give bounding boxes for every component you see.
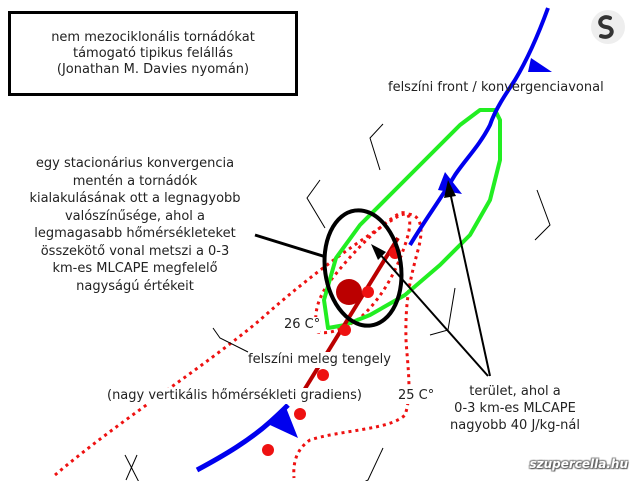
gradient-label: (nagy vertikális hőmérsékleti gradiens) (107, 388, 362, 404)
title-line: nem mezociklonális tornádókat (51, 30, 255, 45)
front-triangle-icon (528, 58, 552, 72)
tornado-hotspot-marker (336, 279, 362, 305)
explanation-text: egy stacionárius konvergencia mentén a t… (10, 155, 260, 295)
isotherm-25 (54, 212, 423, 479)
explanation-line: egy stacionárius konvergencia (35, 156, 235, 171)
wind-barb-icon (534, 189, 551, 241)
cape-area-line: 0-3 km-es MLCAPE (454, 401, 576, 416)
warm-axis-label: felszíni meleg tengely (248, 352, 391, 368)
explanation-line: mentén a tornádók (72, 173, 198, 189)
title-line: támogató tipikus felállás (72, 46, 234, 61)
title-line: (Jonathan M. Davies nyomán) (56, 62, 250, 77)
explanation-line: összekötő vonal metszi a 0-3 (40, 243, 230, 259)
wind-barb-icon (124, 454, 139, 481)
front-triangle-icon (438, 172, 462, 194)
cape-area-label: terület, ahol a 0-3 km-es MLCAPE nagyobb… (440, 383, 590, 434)
surface-front-line (408, 7, 550, 247)
pointer-line (254, 233, 327, 259)
explanation-line: kialakulásának ott a legnagyobb (29, 191, 241, 206)
watermark: szupercella.hu (529, 457, 628, 471)
warm-axis-dot (262, 444, 274, 456)
surface-front-line-south (195, 403, 290, 473)
title-box: nem mezociklonális tornádókat támogató t… (8, 11, 298, 96)
warm-axis-dot (362, 286, 374, 298)
wind-barb-icon (212, 327, 249, 353)
arrow-line (449, 191, 491, 377)
explanation-line: km-es MLCAPE megfelelő (52, 261, 218, 276)
logo-icon (591, 10, 625, 44)
wind-barb-icon (306, 179, 326, 229)
front-label: felszíni front / konvergenciavonal (388, 80, 604, 95)
cape-area-line: terület, ahol a (469, 384, 561, 399)
explanation-line: legmagasabb hőmérsékleteket (34, 226, 236, 241)
arrow-head-icon (371, 244, 386, 260)
arrow-head-icon (444, 180, 456, 198)
cape-area-line: nagyobb 40 J/kg-nál (450, 418, 580, 433)
arrow-line (377, 251, 489, 377)
wind-barb-icon (429, 287, 456, 336)
wind-barb-icon (364, 447, 384, 481)
wind-barbs (124, 123, 551, 481)
front-triangle-icon (270, 405, 298, 438)
wind-barb-icon (369, 123, 384, 171)
isotherm-25-label: 25 C° (398, 388, 435, 404)
explanation-line: valószínűsége, ahol a (64, 208, 206, 224)
isotherm-26-label: 26 C° (284, 317, 321, 333)
explanation-line: nagyságú értékeit (76, 278, 194, 294)
warm-axis-dot (294, 408, 306, 420)
focus-ellipse (322, 208, 404, 328)
warm-axis-dot (339, 324, 351, 336)
wind-barb-icon (125, 454, 138, 481)
warm-axis-dot (317, 369, 329, 381)
